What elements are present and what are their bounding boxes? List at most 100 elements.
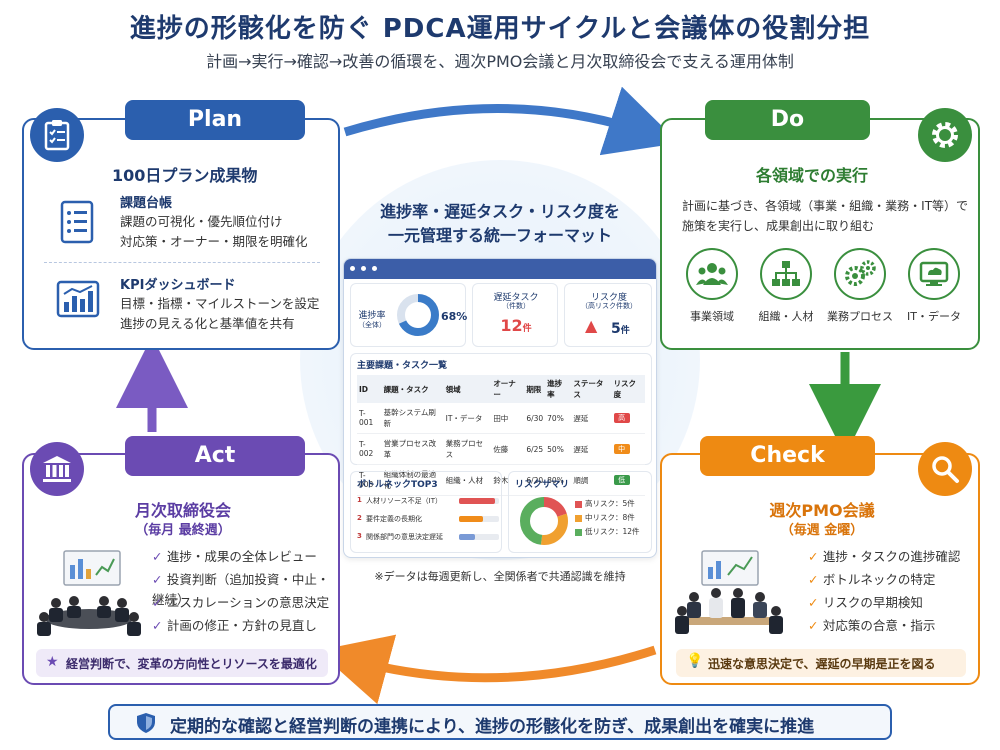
divider (44, 262, 320, 263)
bottleneck-label: 人材リソース不足（IT） (366, 497, 442, 505)
pmo-meeting-illustration (674, 547, 784, 643)
area-label-1: 事業領域 (690, 310, 734, 323)
check-icon: ✓ (152, 595, 167, 610)
center-caption-line2: 一元管理する統一フォーマット (387, 226, 612, 245)
check-icon: ✓ (808, 549, 823, 564)
bottleneck-item: 2 要件定義の長期化 (357, 512, 499, 530)
progress-arc (397, 294, 439, 336)
act-subheading: （毎月 最終週） (135, 523, 231, 538)
plan-heading: 100日プラン成果物 (112, 166, 258, 185)
risk-donut-slice (520, 497, 568, 545)
delay-count: 12件 (473, 316, 559, 335)
delay-value: 12 (500, 316, 523, 335)
act-note-box: ★ 経営判断で、変革の方向性とリソースを最適化 (36, 649, 328, 677)
table-cell: T-002 (357, 433, 382, 465)
check-item-2-text: ボトルネックの特定 (822, 572, 936, 587)
area-label-4: IT・データ (907, 310, 961, 323)
table-cell: 田中 (491, 403, 525, 434)
risk-unit: 件 (620, 326, 630, 336)
table-header-cell: 期限 (524, 375, 546, 403)
act-item-4-text: 計画の修正・方針の見直し (166, 618, 317, 633)
progress-label: 進捗率 (358, 311, 386, 321)
bottleneck-rank: 3 (357, 532, 362, 540)
gear-icon (918, 108, 972, 162)
check-icon: ✓ (152, 549, 167, 564)
check-icon: ✓ (808, 572, 823, 587)
plan-tab: Plan (125, 100, 305, 140)
table-cell: 営業プロセス改革 (381, 433, 444, 465)
window-dot-icon (350, 266, 355, 271)
act-item-1-text: 進捗・成果の全体レビュー (166, 549, 317, 564)
bottleneck-rank: 1 (357, 496, 362, 504)
table-cell: 6/20 (524, 464, 546, 496)
risk-legend-item: 中リスク：8件 (575, 512, 640, 526)
dashboard-titlebar (344, 259, 656, 279)
act-item-2: ✓ 投資判断（追加投資・中止・継続） (152, 570, 338, 607)
document-list-icon (58, 200, 98, 248)
dashboard-footnote: ※データは毎週更新し、全関係者で共通認識を維持 (374, 570, 626, 583)
bottleneck-bar (459, 516, 483, 522)
check-note-box: 💡 迅速な意思決定で、遅延の早期是正を図る (676, 649, 966, 677)
bottleneck-rank: 2 (357, 514, 362, 522)
issue-ledger-title: 課題台帳 (120, 196, 173, 211)
table-cell: 順調 (571, 464, 612, 496)
table-cell: 70% (545, 403, 572, 434)
legend-label: 低リスク：12件 (585, 527, 640, 536)
risk-donut-slice (520, 497, 568, 545)
check-icon: ✓ (152, 618, 167, 633)
risk-level-chip: 高 (613, 413, 630, 423)
table-cell: 鈴木 (491, 464, 525, 496)
bottleneck-list: 1 人材リソース不足（IT） 2 要件定義の長期化 3 関係部門の意思決定遅延 (357, 494, 499, 548)
bottleneck-item: 3 関係部門の意思決定遅延 (357, 530, 499, 548)
footer-text: 定期的な確認と経営判断の連携により、進捗の形骸化を防ぎ、成果創出を確実に推進 (170, 717, 815, 737)
table-header-cell: 課題・タスク (381, 375, 444, 403)
legend-swatch (575, 500, 582, 508)
check-item-3-text: リスクの早期検知 (822, 595, 923, 610)
act-item-3-text: エスカレーションの意思決定 (166, 595, 330, 610)
table-cell: 80% (545, 464, 572, 496)
act-tab: Act (125, 436, 305, 476)
act-panel: 月次取締役会 （毎月 最終週） ✓ 進捗・成果の全体レビュー ✓ 投資判断（追加… (22, 453, 340, 685)
table-cell: 組織・人材 (443, 464, 492, 496)
risk-count: 5件 (611, 318, 630, 337)
table-header-cell: リスク度 (611, 375, 645, 403)
table-header-cell: 進捗率 (545, 375, 572, 403)
check-item-4-text: 対応策の合意・指示 (822, 618, 936, 633)
delay-label: 遅延タスク (493, 293, 539, 303)
check-item-1-text: 進捗・タスクの進捗確認 (822, 549, 961, 564)
table-header-cell: ステータス (571, 375, 612, 403)
table-cell: T-001 (357, 403, 382, 434)
bottleneck-bar-track (459, 498, 499, 504)
risk-label: リスク度 (590, 293, 627, 303)
legend-label: 中リスク：8件 (585, 513, 635, 522)
table-cell: 基幹システム刷新 (381, 403, 444, 434)
kpi-delay-card: 遅延タスク （件数） 12件 (472, 283, 558, 347)
check-icon: ✓ (152, 572, 167, 587)
bottleneck-label: 要件定義の長期化 (366, 515, 422, 523)
boardroom-meeting-illustration (34, 547, 144, 643)
check-item-2: ✓ ボトルネックの特定 (808, 570, 960, 593)
gears-icon (834, 248, 886, 300)
legend-swatch (575, 528, 582, 536)
table-cell: 6/25 (524, 433, 546, 465)
do-heading: 各領域での実行 (756, 166, 869, 185)
check-note: 迅速な意思決定で、遅延の早期是正を図る (708, 657, 936, 671)
check-panel: 週次PMO会議 （毎週 金曜） ✓ 進捗・タスクの進捗確認 ✓ ボトルネックの特… (660, 453, 980, 685)
table-cell: 遅延 (571, 403, 612, 434)
risk-value: 5 (611, 321, 621, 337)
dashboard-chart-icon (56, 280, 100, 324)
risk-summary-legend: 高リスク：5件中リスク：8件低リスク：12件 (575, 498, 640, 540)
delay-sublabel: （件数） (502, 302, 530, 310)
bottleneck-label: 関係部門の意思決定遅延 (366, 533, 443, 541)
unified-dashboard: 進捗率 （全体） 68% 遅延タスク （件数） 12件 リスク度 （高リスク件数… (343, 258, 657, 558)
kpi-risk-card: リスク度 （高リスク件数） ▲ 5件 (564, 283, 652, 347)
bottleneck-title: ボトルネックTOP3 (357, 480, 438, 490)
shield-icon (136, 712, 156, 738)
bottleneck-card: ボトルネックTOP3 1 人材リソース不足（IT） 2 要件定義の長期化 3 関係部門の意… (350, 471, 502, 553)
check-tab: Check (700, 436, 875, 476)
